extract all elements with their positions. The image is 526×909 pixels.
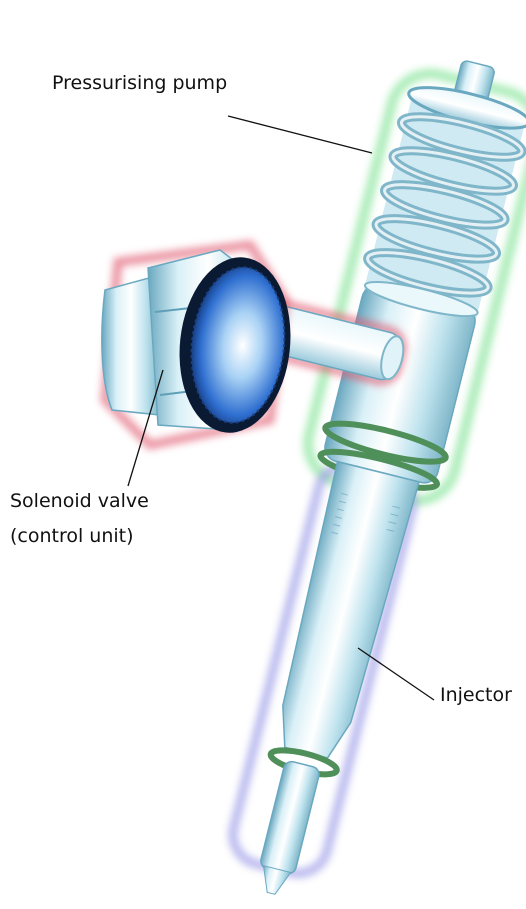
injector-body: [232, 462, 419, 904]
injector-label: Injector: [440, 684, 512, 708]
pump-leader-line: [228, 116, 372, 153]
control-unit-label: (control unit): [10, 525, 134, 549]
solenoid-valve-label: Solenoid valve: [10, 490, 149, 514]
pressurising-pump-label: Pressurising pump: [52, 72, 227, 96]
solenoid-valve: [102, 245, 299, 445]
